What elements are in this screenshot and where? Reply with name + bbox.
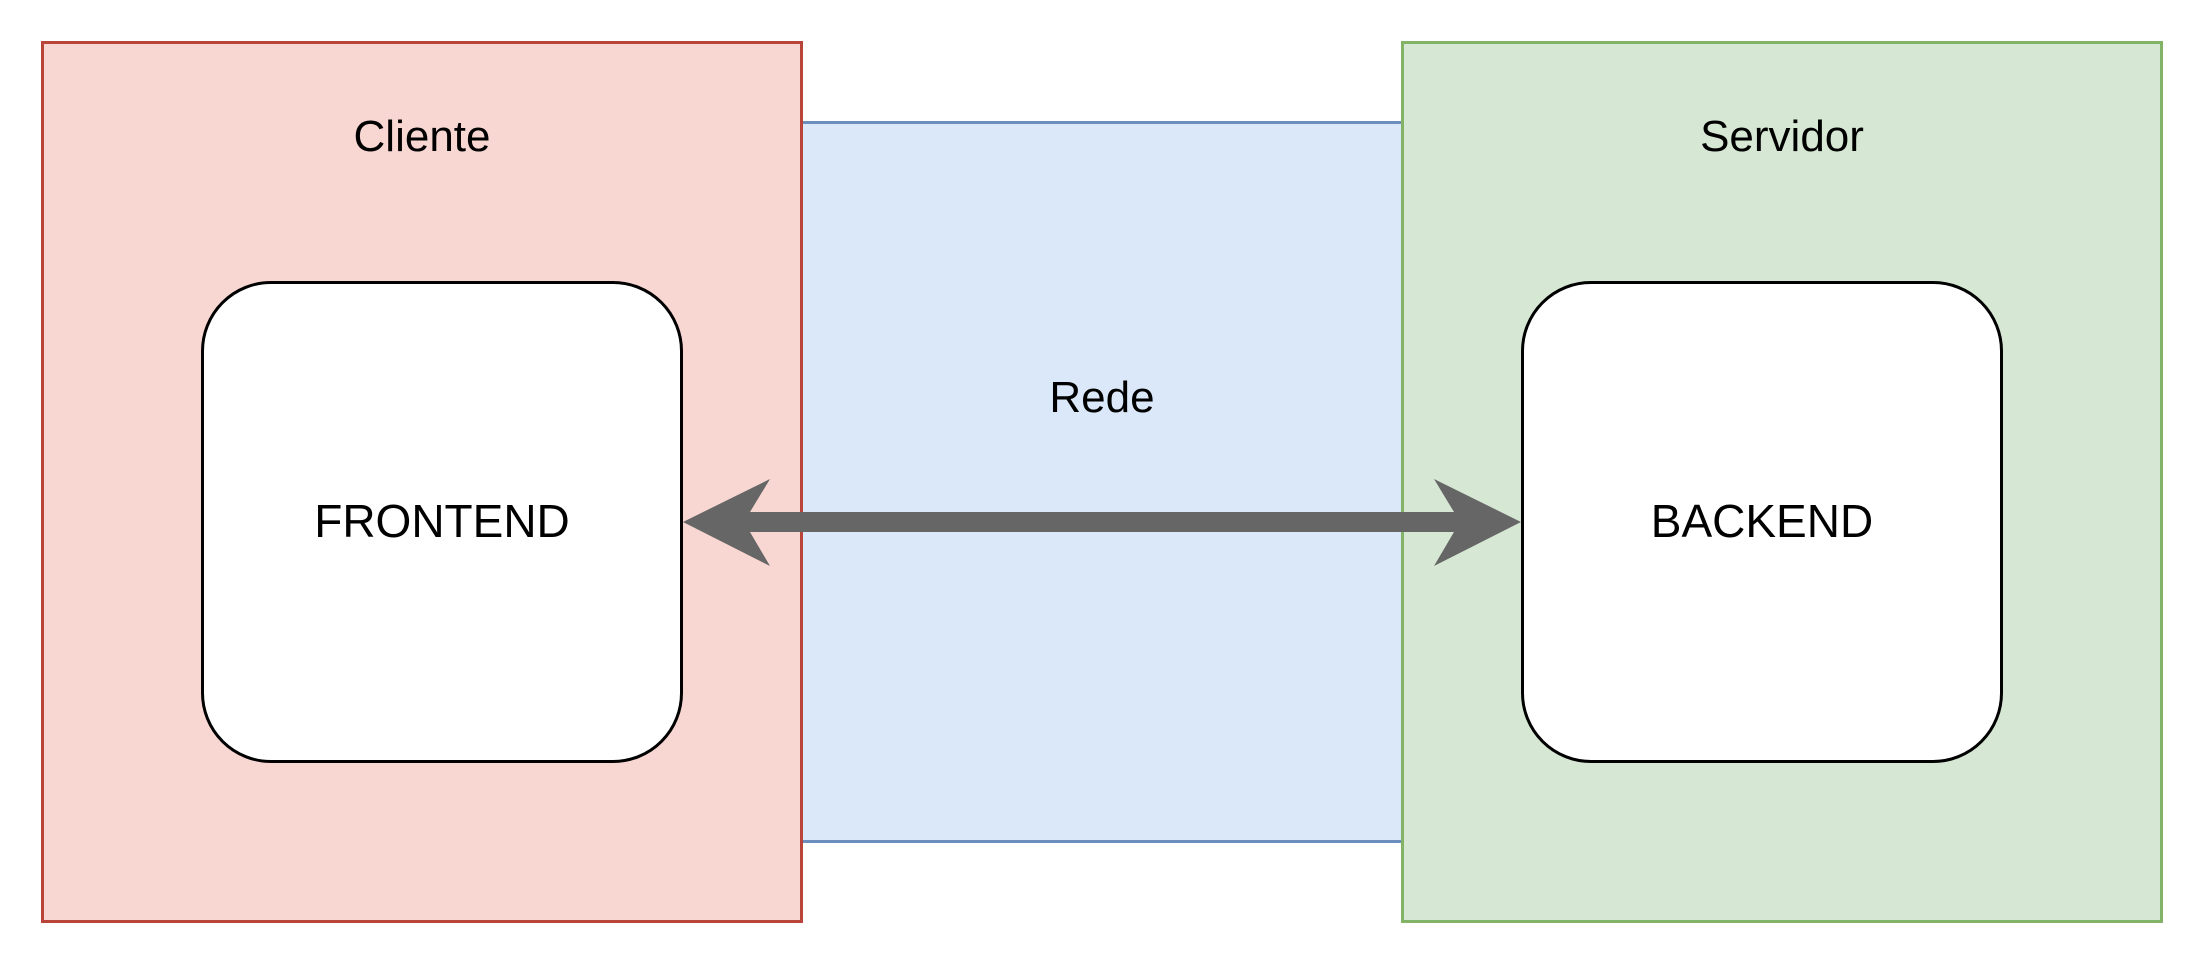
frontend-box xyxy=(201,281,683,763)
arrow-shaft xyxy=(750,512,1454,532)
backend-box xyxy=(1521,281,2003,763)
client-label: Cliente xyxy=(353,112,491,161)
frontend-label: FRONTEND xyxy=(314,495,570,547)
arrow-head-left xyxy=(683,479,770,566)
backend-label: BACKEND xyxy=(1650,495,1874,547)
arrow-head-right xyxy=(1434,479,1521,566)
network-label: Rede xyxy=(1049,373,1155,422)
network-zone xyxy=(801,121,1403,843)
server-label: Servidor xyxy=(1700,112,1864,161)
